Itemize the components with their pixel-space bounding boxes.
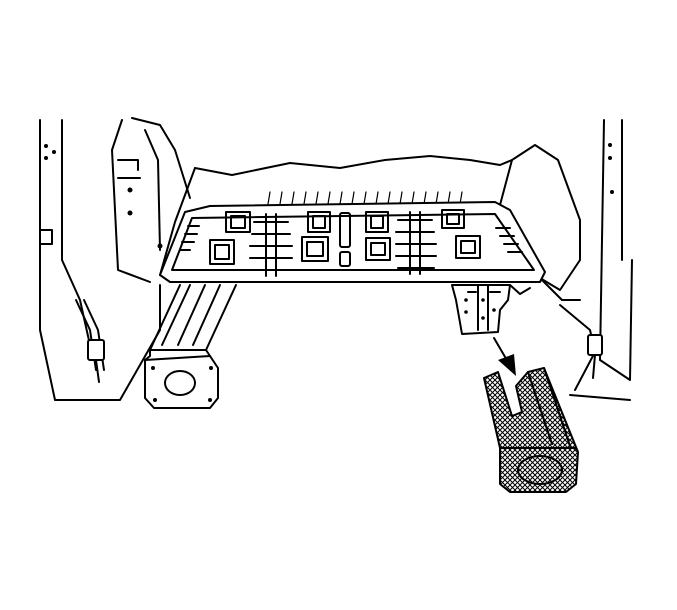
rear-wall-outline <box>159 155 513 276</box>
rear-wall-ribs <box>267 191 463 205</box>
arrow-down-icon <box>493 337 516 376</box>
left-riser-leg <box>144 284 237 409</box>
removed-leg-cover <box>483 367 579 493</box>
left-seatbelt-buckle <box>75 299 105 383</box>
left-pillar <box>39 117 191 401</box>
right-ladder-rib <box>395 211 437 275</box>
right-riser-bracket <box>451 284 531 335</box>
right-pillar <box>559 119 633 401</box>
seat-pan-frame <box>159 201 546 283</box>
left-ladder-rib <box>249 213 293 277</box>
